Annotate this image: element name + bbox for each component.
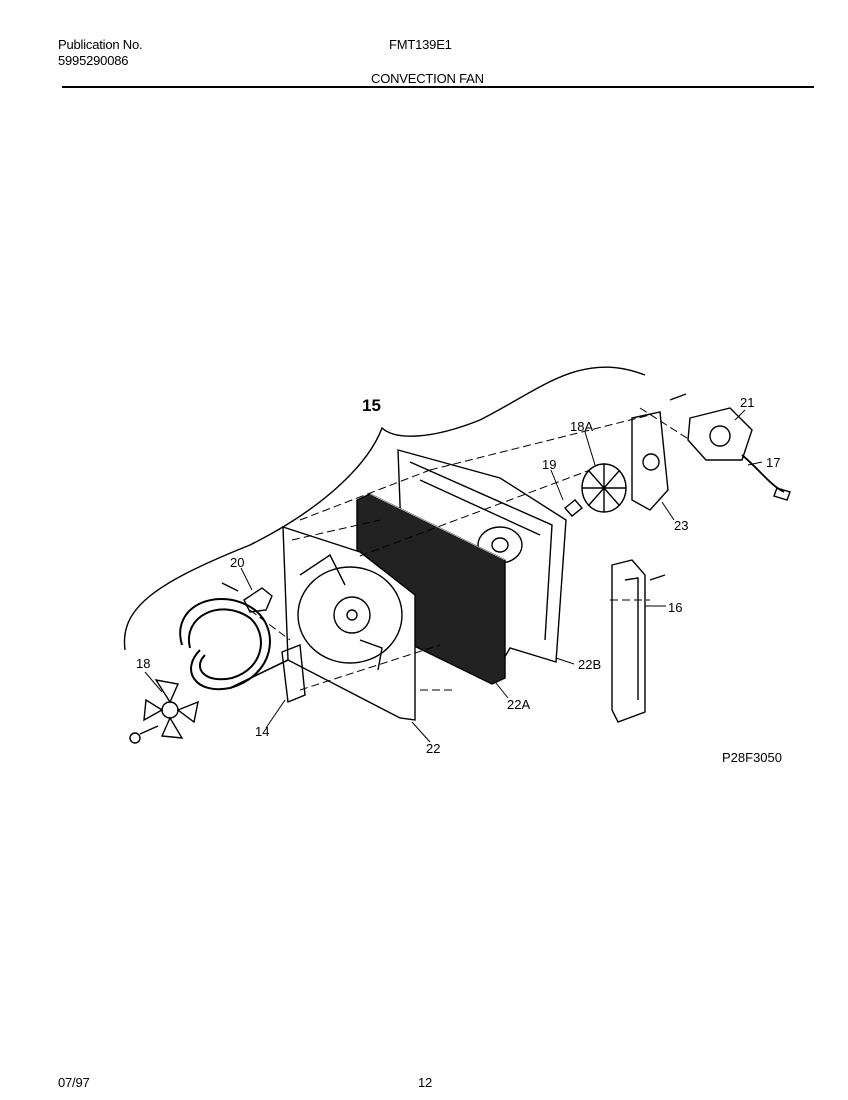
callout-22: 22 xyxy=(426,741,441,756)
callout-23: 23 xyxy=(674,518,689,533)
callout-21: 21 xyxy=(740,395,755,410)
fan-blade xyxy=(143,679,199,739)
publication-label: Publication No. xyxy=(58,37,143,52)
callout-17: 17 xyxy=(766,455,781,470)
drawing-code: P28F3050 xyxy=(722,750,782,765)
clip-20 xyxy=(243,587,273,613)
callout-20: 20 xyxy=(230,555,245,570)
heating-element xyxy=(179,598,289,691)
header-rule xyxy=(62,86,814,88)
callout-18a: 18A xyxy=(570,419,594,434)
callout-22a: 22A xyxy=(507,697,531,712)
section-title: CONVECTION FAN xyxy=(371,71,484,86)
callout-15: 15 xyxy=(362,396,381,415)
side-trim xyxy=(611,559,646,723)
page-number: 12 xyxy=(418,1075,433,1090)
publication-number: 5995290086 xyxy=(58,53,129,68)
callout-16: 16 xyxy=(668,600,683,615)
model-number: FMT139E1 xyxy=(389,37,452,52)
callout-14: 14 xyxy=(255,724,270,739)
callout-18: 18 xyxy=(136,656,151,671)
callout-22b: 22B xyxy=(578,657,602,672)
mount-plate xyxy=(631,411,669,511)
footer-date: 07/97 xyxy=(58,1075,90,1090)
assembly-bracket xyxy=(123,366,646,651)
callout-19: 19 xyxy=(542,457,557,472)
fan-18a xyxy=(581,463,627,513)
bracket-14 xyxy=(281,644,306,703)
motor-21 xyxy=(687,407,791,501)
